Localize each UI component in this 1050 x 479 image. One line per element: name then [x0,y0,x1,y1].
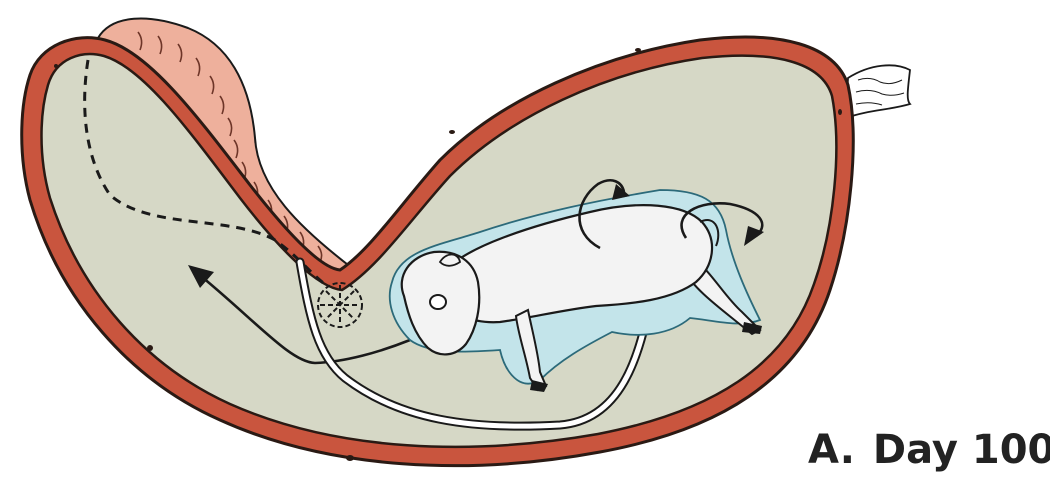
figure-caption: A. Day 100 [808,426,1050,474]
caption-letter: A. [808,426,855,474]
caption-label: Day 100 [873,426,1050,474]
broad-ligament-stub [846,65,910,118]
fetus-eye [430,295,446,309]
